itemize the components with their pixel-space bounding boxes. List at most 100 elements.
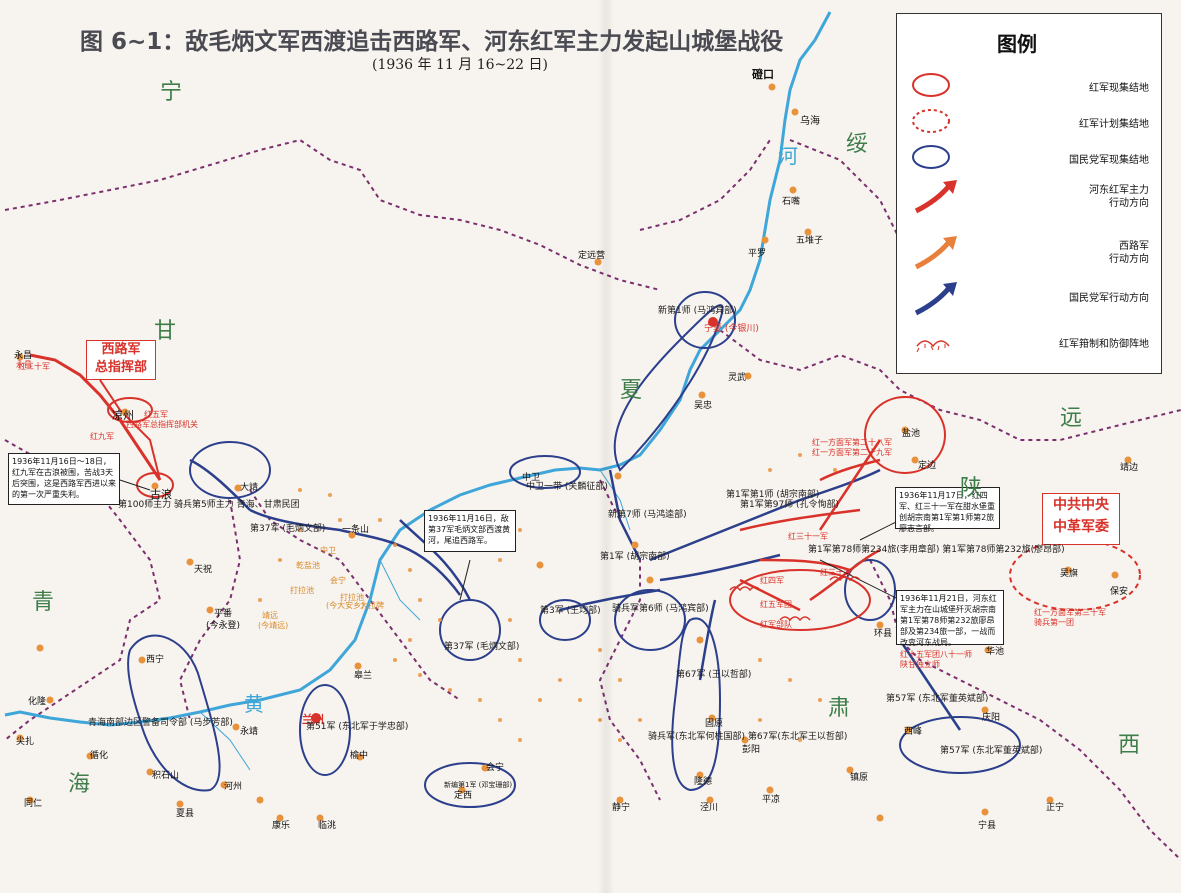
- orange-label: 中卫: [320, 546, 336, 555]
- region-label: 青: [32, 590, 55, 615]
- city-label: 庆阳: [982, 713, 1001, 723]
- border-ningxia-north: [639, 139, 771, 231]
- city-marker: [481, 764, 489, 772]
- kmt-zone-gulang: [189, 441, 271, 499]
- red-label: 红十五军团八十一师 陕甘独立师: [900, 650, 972, 669]
- city-marker: [698, 391, 706, 399]
- city-marker: [348, 531, 356, 539]
- kmt-arrow-67th: [698, 599, 717, 681]
- red-label: 红三十军: [18, 362, 50, 371]
- callout-line-3: [859, 519, 901, 541]
- city-label: (今永登): [206, 621, 241, 631]
- city-label: 凉州: [112, 409, 134, 422]
- yellow-river: [4, 11, 832, 727]
- red-arrow-6: [819, 458, 881, 482]
- city-label: 静宁: [612, 803, 631, 813]
- red-zone-dingbian: [864, 396, 946, 474]
- note-tianshuibao: 1936年11月17日，红四军、红三十一军在甜水堡重创胡宗南第1军第1师第2旅廖…: [895, 487, 1000, 533]
- orange-label: (今大安乡): [326, 601, 365, 610]
- city-marker: [356, 753, 364, 761]
- city-marker: [744, 372, 752, 380]
- kmt-zone-yinchuan: [674, 291, 736, 349]
- city-label: 磴口: [752, 68, 774, 81]
- region-label: 西: [1118, 733, 1141, 758]
- red-label: 红一方面军第二十八军: [812, 438, 892, 447]
- region-label: 远: [1060, 406, 1083, 431]
- orange-label: 打拉池: [340, 593, 364, 602]
- kmt-arrow-west: [189, 458, 251, 511]
- orange-arrow-icon: [914, 236, 957, 270]
- city-marker: [876, 814, 884, 822]
- town-dot: [408, 638, 412, 642]
- kmt-zone-huanxian: [844, 559, 896, 621]
- city-label: 隆德: [694, 777, 713, 787]
- city-marker: [981, 808, 989, 816]
- red-label: 红三十一军: [788, 532, 828, 541]
- town-dot: [328, 493, 332, 497]
- city-marker: [616, 796, 624, 804]
- town-dot: [758, 658, 762, 662]
- kmt-zone-haiyuan: [614, 589, 686, 651]
- legend-label: 国民党军行动方向: [1069, 293, 1149, 304]
- army-label: 第67军 (王以哲部): [676, 670, 752, 680]
- city-marker: [789, 186, 797, 194]
- city-marker: [186, 558, 194, 566]
- city-marker: [276, 814, 284, 822]
- city-label: 积石山: [152, 771, 180, 781]
- city-marker: [138, 656, 146, 664]
- city-label: 西宁: [146, 655, 165, 665]
- region-label: 夏: [620, 378, 643, 403]
- city-label: 永靖: [240, 727, 259, 737]
- city-marker: [614, 472, 622, 480]
- city-label: 化隆: [28, 697, 47, 707]
- city-marker: [1124, 456, 1132, 464]
- red-zone-icon: [912, 73, 950, 97]
- city-marker: [146, 768, 154, 776]
- red-label: 红四军: [760, 576, 784, 585]
- border-shaanxi: [719, 329, 1181, 441]
- town-dot: [518, 658, 522, 662]
- blue-arrow-icon: [914, 282, 957, 316]
- kmt-zone-xifeng: [899, 716, 1021, 774]
- west-route-path: [29, 353, 162, 481]
- city-label: 一条山: [342, 525, 370, 535]
- city-label: 宁县: [978, 821, 997, 831]
- town-dot: [498, 558, 502, 562]
- kmt-arrow-57th: [898, 639, 962, 731]
- army-label: 第57军 (东北军董英斌部): [886, 694, 989, 704]
- red-arrow-1: [818, 439, 882, 531]
- town-dot: [408, 568, 412, 572]
- city-label: 古浪: [150, 488, 172, 501]
- city-marker: [708, 317, 718, 327]
- army-label: 第37军 (毛炳文部): [444, 642, 520, 652]
- river-label: 黄: [244, 692, 264, 716]
- city-marker: [1046, 796, 1054, 804]
- army-label: 第1军 (胡宗南部): [600, 552, 670, 562]
- note-gulang: 1936年11月16日～18日，红九军在古浪被围，苦战3天后突围，这是西路军西进…: [8, 453, 120, 505]
- city-label: 环县: [874, 629, 893, 639]
- border-ningxia-gansu-south: [249, 489, 461, 701]
- city-label: 平凉: [762, 795, 781, 805]
- army-label: 第1军第78师第234旅(李用章部) 第1军第78师第232旅(廖昂部): [808, 545, 1065, 555]
- city-label: 华池: [986, 647, 1005, 657]
- region-label: 陕: [960, 476, 983, 501]
- city-marker: [46, 696, 54, 704]
- city-label: 正宁: [1046, 803, 1065, 813]
- city-label: 盐池: [902, 429, 921, 439]
- city-marker: [121, 408, 129, 416]
- city-marker: [36, 644, 44, 652]
- city-label: 西峰: [904, 727, 923, 737]
- city-label: 临洮: [318, 821, 337, 831]
- legend-label: 国民党军现集结地: [1069, 155, 1149, 166]
- town-dot: [338, 518, 342, 522]
- army-label: 第3军 (王均部): [540, 606, 601, 616]
- town-dot: [818, 698, 822, 702]
- legend-title: 图例: [997, 32, 1037, 56]
- red-label: 红九军: [90, 432, 114, 441]
- city-marker: [176, 800, 184, 808]
- town-dot: [393, 543, 397, 547]
- map-title: 图 6~1：敌毛炳文军西渡追击西路军、河东红军主力发起山城堡战役: [80, 29, 784, 55]
- defense-mark: [729, 586, 761, 592]
- red-label: 红一方面军第三十军 骑兵第一团: [1034, 608, 1106, 627]
- city-marker: [876, 621, 884, 629]
